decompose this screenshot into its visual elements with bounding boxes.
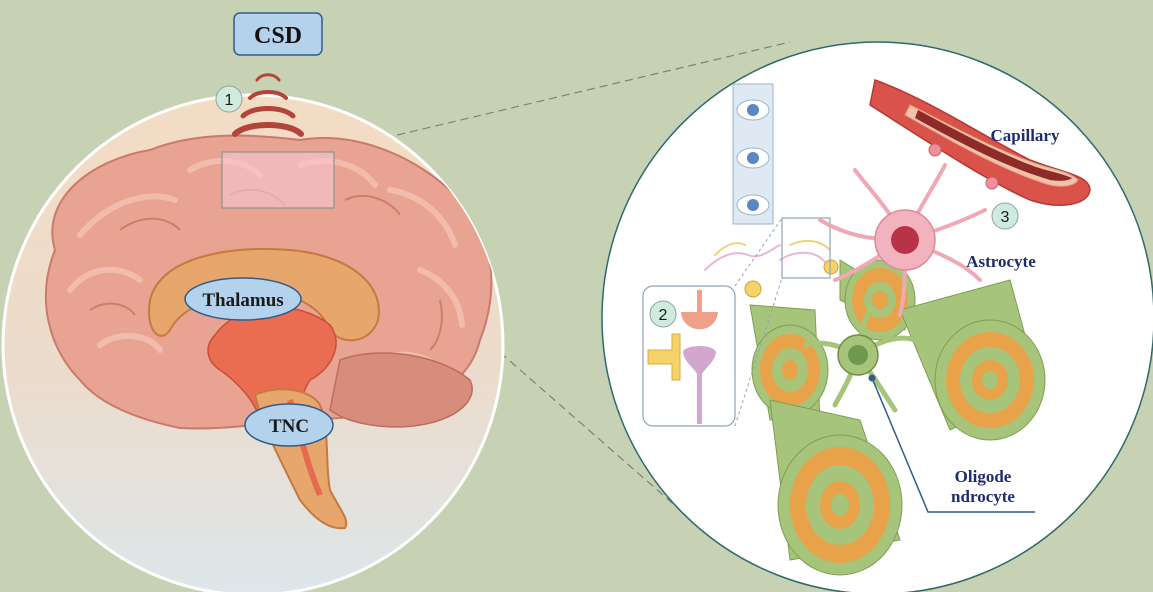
svg-text:3: 3	[1001, 209, 1010, 226]
marker-3: 3	[992, 203, 1018, 229]
oligodendrocyte-label-line2: ndrocyte	[951, 487, 1015, 506]
neuron-column	[733, 84, 773, 224]
csd-label: CSD	[254, 23, 302, 49]
thalamus-label: Thalamus	[202, 290, 283, 311]
svg-text:1: 1	[225, 92, 234, 109]
cell-panel: 2 3 Capillary Astrocyte Oligode ndrocyte	[602, 42, 1153, 592]
astrocyte-label: Astrocyte	[966, 252, 1036, 271]
marker-1: 1	[216, 86, 242, 112]
marker-2: 2	[650, 301, 676, 327]
brain-panel: CSD 1 Thalamus TNC	[3, 13, 503, 592]
synapse-terminal-b	[824, 260, 838, 274]
zoom-box-cortex	[222, 152, 334, 208]
svg-text:2: 2	[659, 307, 668, 324]
capillary-label: Capillary	[991, 126, 1060, 145]
csd-label-box: CSD	[234, 13, 322, 55]
oligodendrocyte-label-line1: Oligode	[955, 467, 1012, 486]
tnc-label: TNC	[269, 416, 309, 437]
synapse-terminal-a	[745, 281, 761, 297]
thalamus-label-pill: Thalamus	[185, 278, 301, 320]
tnc-label-pill: TNC	[245, 404, 333, 446]
